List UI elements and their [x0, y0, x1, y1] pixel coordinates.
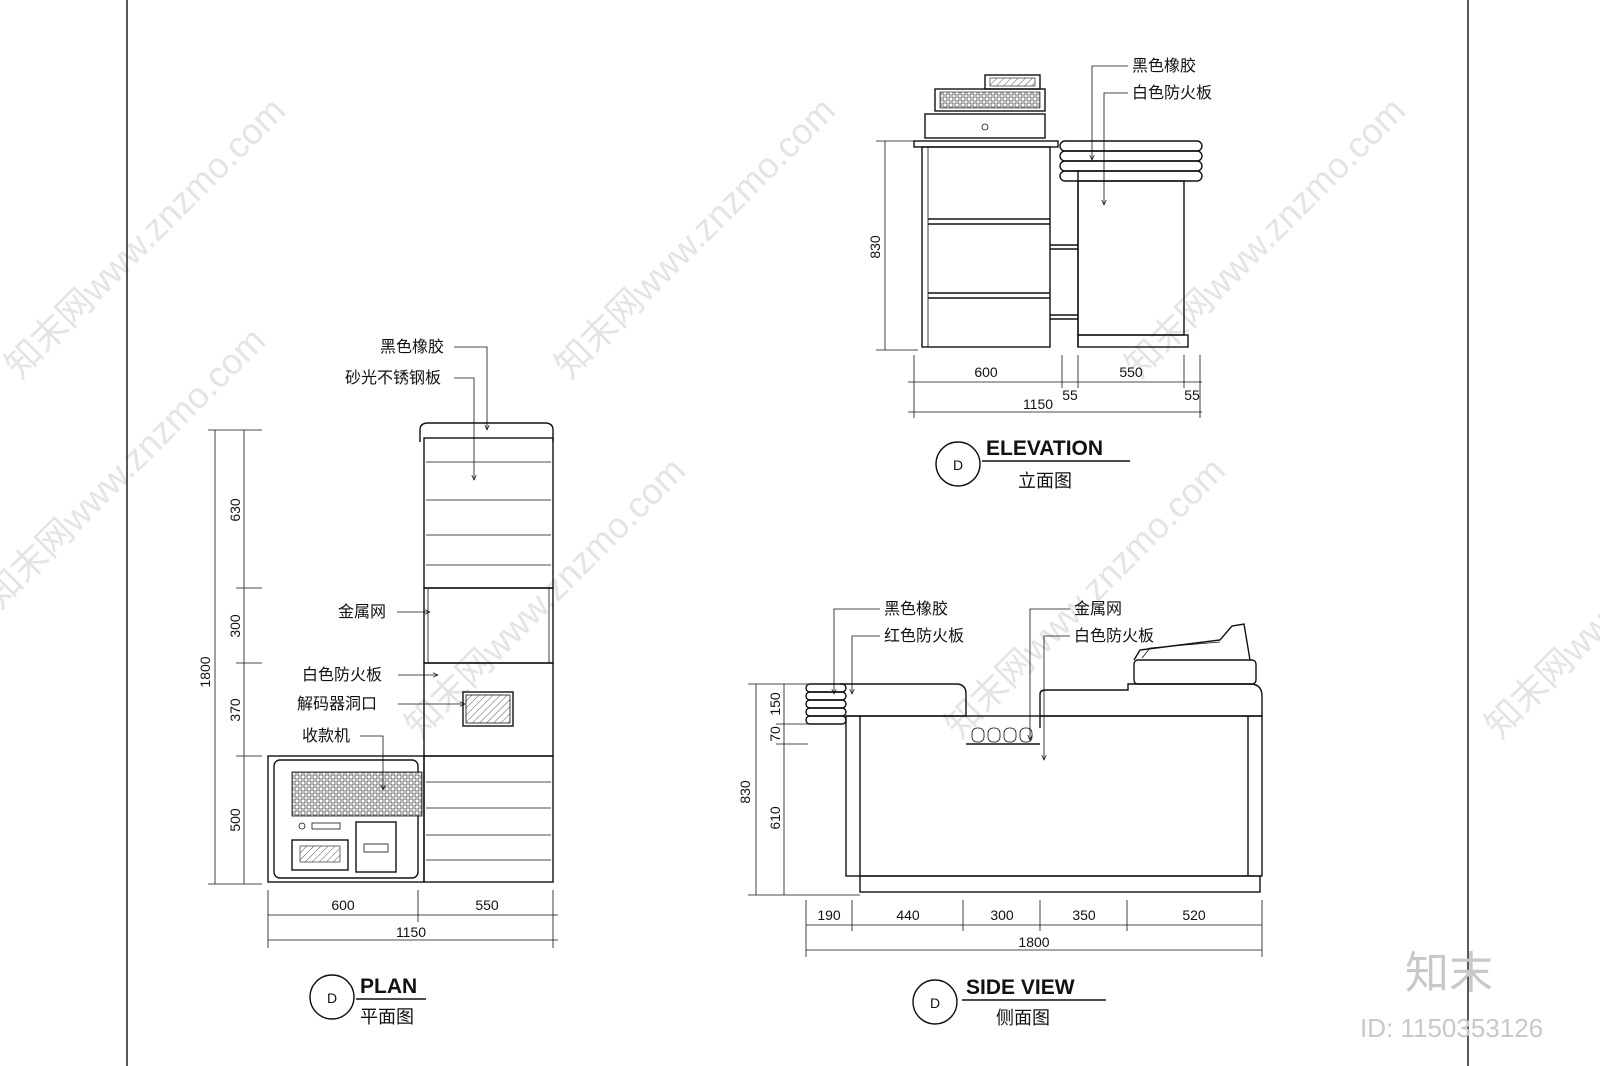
elev-rubber-rolls — [1059, 140, 1203, 182]
elev-register-display — [984, 74, 1041, 90]
plan-dim-1800: 1800 — [197, 656, 213, 687]
plan-dim-1150: 1150 — [396, 924, 426, 940]
side-label-white-board: 白色防火板 — [1074, 626, 1154, 645]
watermark-text: 知末网www.znzmo.com — [547, 89, 843, 385]
elev-title: ELEVATION — [986, 437, 1103, 460]
elev-subtitle: 立面图 — [1018, 471, 1072, 492]
elev-marker: D — [953, 457, 963, 473]
plan-label-white-board: 白色防火板 — [302, 665, 382, 684]
plan-dim-370: 370 — [227, 698, 243, 722]
side-dim-1800: 1800 — [1018, 934, 1049, 950]
watermarks: 知末网www.znzmo.com 知末网www.znzmo.com 知末网www… — [0, 89, 1600, 745]
plan-rubber-edge — [419, 422, 554, 442]
elev-dim-830: 830 — [867, 235, 883, 259]
side-view: 830 150 70 610 190 440 300 350 520 1800 … — [737, 599, 1263, 1029]
plan-steel-panel — [423, 437, 554, 589]
side-subtitle: 侧面图 — [996, 1008, 1050, 1029]
side-dim-300: 300 — [990, 907, 1014, 923]
plan-marker: D — [327, 990, 337, 1006]
plan-decoder-hole — [462, 691, 514, 727]
elev-label-black-rubber: 黑色橡胶 — [1132, 56, 1196, 75]
side-label-mesh: 金属网 — [1074, 599, 1122, 618]
elevation-view: 830 600 550 55 55 1150 黑色橡胶 白色防火板 D ELEV… — [867, 56, 1212, 492]
watermark-text: 知末网www.znzmo.com — [397, 449, 693, 745]
side-dim-440: 440 — [896, 907, 920, 923]
elev-dim-55a: 55 — [1062, 387, 1078, 403]
side-title: SIDE VIEW — [966, 976, 1075, 999]
brand-logo: 知末 — [1405, 948, 1493, 999]
side-register-body — [1133, 623, 1251, 661]
side-dim-70: 70 — [767, 726, 783, 742]
side-left-counter — [840, 683, 967, 717]
plan-marker-circle — [309, 974, 355, 1020]
side-label-red-board: 红色防火板 — [884, 626, 964, 645]
side-marker: D — [930, 995, 940, 1011]
plan-dims-horizontal: 600 550 1150 — [267, 890, 558, 948]
brand-id: ID: 1150353126 — [1360, 1013, 1543, 1043]
plan-label-register: 收款机 — [302, 726, 350, 745]
plan-dim-500: 500 — [227, 808, 243, 832]
register-keypad — [291, 771, 423, 817]
plan-dim-300: 300 — [227, 614, 243, 638]
elev-dim-550: 550 — [1119, 364, 1143, 380]
elev-marker-circle — [935, 441, 981, 487]
plan-lower-panel — [423, 755, 554, 883]
elev-countertop — [913, 140, 1059, 148]
register-display — [291, 839, 349, 871]
plan-subtitle: 平面图 — [360, 1007, 414, 1028]
plan-dim-630: 630 — [227, 498, 243, 522]
plan-title: PLAN — [360, 975, 417, 998]
elev-label-white-board: 白色防火板 — [1132, 83, 1212, 102]
side-rubber-rolls — [805, 683, 847, 725]
side-dim-830: 830 — [737, 780, 753, 804]
plan-label-decoder: 解码器洞口 — [297, 694, 377, 713]
watermark-text: 知末网www.znzmo.com — [937, 449, 1233, 745]
side-register-base — [1133, 659, 1257, 685]
side-dim-350: 350 — [1072, 907, 1096, 923]
elev-cabinet — [921, 146, 1051, 348]
cash-register — [273, 759, 419, 879]
side-dim-190: 190 — [817, 907, 841, 923]
watermark-text: 知末网www.znzmo.com — [1117, 89, 1413, 385]
plan-label-steel: 砂光不锈钢板 — [345, 368, 441, 387]
plan-view: 1800 630 300 370 500 600 550 1150 黑色橡胶 砂… — [197, 337, 558, 1028]
elev-dim-1150: 1150 — [1023, 396, 1053, 412]
plan-label-mesh: 金属网 — [338, 602, 386, 621]
side-right-counter — [1039, 683, 1263, 728]
elev-drawer — [924, 113, 1046, 139]
side-dim-520: 520 — [1182, 907, 1206, 923]
plan-register-area — [267, 755, 425, 883]
elev-dim-55b: 55 — [1184, 387, 1200, 403]
side-dim-150: 150 — [767, 692, 783, 716]
plan-dim-600: 600 — [331, 897, 355, 913]
side-marker-circle — [912, 979, 958, 1025]
register-printer — [355, 821, 397, 873]
watermark-text: 知末网www.znzmo.com — [1477, 449, 1600, 745]
side-label-black-rubber: 黑色橡胶 — [884, 599, 948, 618]
elev-dim-600: 600 — [974, 364, 998, 380]
plan-label-black-rubber: 黑色橡胶 — [380, 337, 444, 356]
side-dim-610: 610 — [767, 806, 783, 830]
elev-base — [1077, 334, 1189, 348]
plan-dims-vertical: 1800 630 300 370 500 — [197, 429, 262, 885]
plan-steel-lines — [426, 461, 551, 566]
plan-dim-550: 550 — [475, 897, 499, 913]
side-base — [859, 875, 1261, 893]
side-cabinet — [845, 715, 1263, 877]
